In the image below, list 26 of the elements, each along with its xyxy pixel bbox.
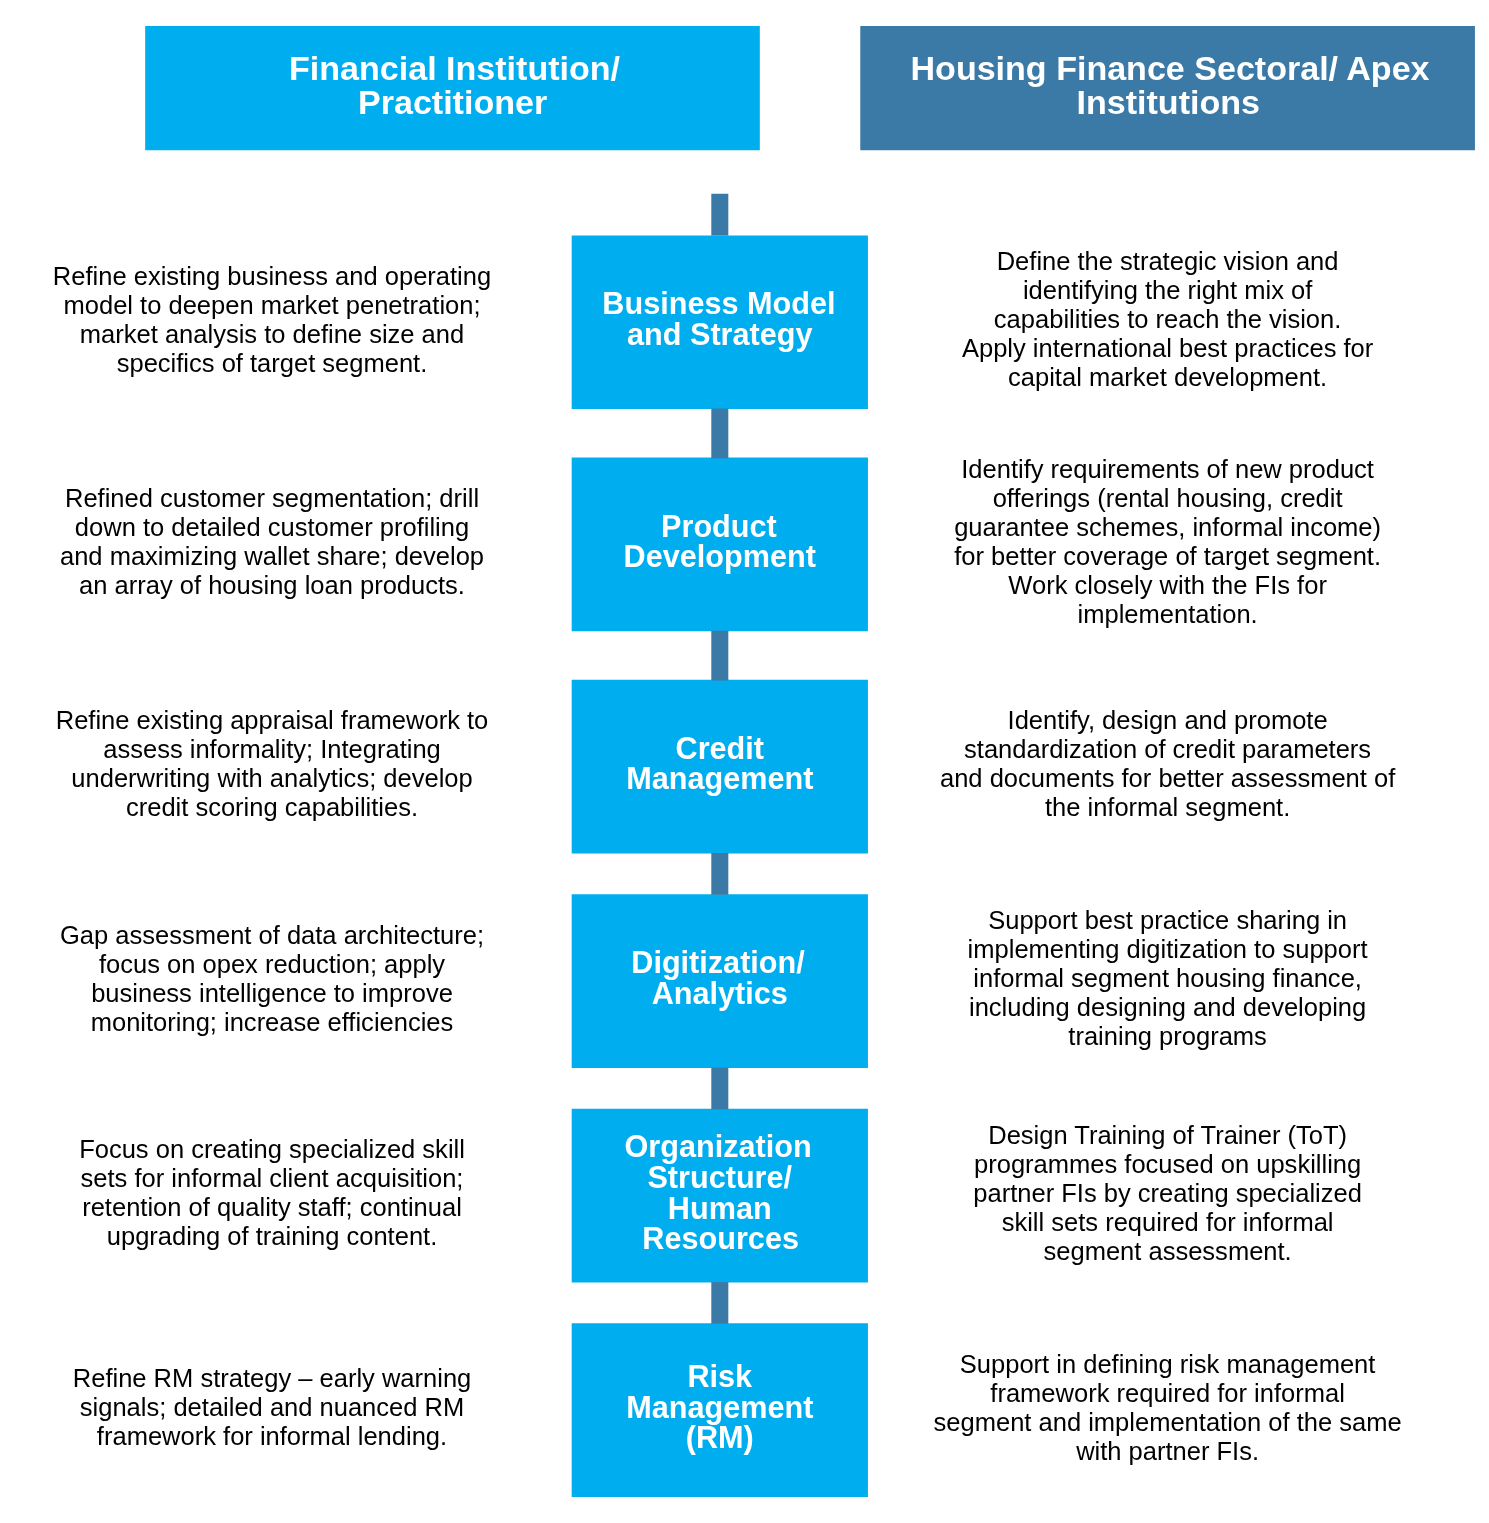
- label: Define the strategic vision and identifying the right mix of capabilities to reach the vision. Apply international best practices for capital market development.: [961, 247, 1374, 392]
- label: Refine existing business and operating model to deepen market penetration; market analysis to define size and specifics of target segment.: [52, 261, 492, 377]
- node-box: Risk Management (RM): [571, 1323, 868, 1498]
- label: Focus on creating specialized skill sets for informal client acquisition; retention of quality staff; continual upgrading of training content.: [79, 1135, 465, 1251]
- connector: [711, 852, 729, 895]
- connector: [711, 408, 729, 459]
- node-box: Credit Management: [571, 679, 868, 854]
- connector: [711, 193, 729, 236]
- label: Design Training of Trainer (ToT) programmes focused on upskilling partner FIs by creating specialized skill sets required for informal segment assessment.: [973, 1120, 1362, 1265]
- node-box: Business Model and Strategy: [571, 235, 868, 410]
- label: Gap assessment of data architecture; focus on opex reduction; apply business intelligence to improve monitoring; increase efficiencies: [59, 920, 485, 1036]
- connector: [711, 1067, 729, 1110]
- label: Refined customer segmentation; drill down to detailed customer profiling and maximizing wallet share; develop an array of housing loan products.: [59, 483, 485, 599]
- label: Support best practice sharing in implementing digitization to support informal segment housing finance, including designing and developing training programs: [967, 906, 1368, 1050]
- connector: [711, 630, 729, 681]
- label: Support in defining risk management framework required for informal segment and implementation of the same with partner FIs.: [933, 1349, 1402, 1465]
- node-box: Digitization/ Analytics: [571, 894, 868, 1068]
- label: Refine RM strategy – early warning signals; detailed and nuanced RM framework for informal lending.: [72, 1364, 472, 1451]
- label: Identify, design and promote standardization of credit parameters and documents for better assessment of the informal segment.: [939, 706, 1396, 821]
- connector: [711, 1282, 729, 1324]
- node-box: Financial Institution/ Practitioner: [145, 25, 760, 151]
- label: Identify requirements of new product offerings (rental housing, credit guarantee schemes, informal income) for better coverage of target segment. Work closely with the FIs for implementation.: [954, 455, 1382, 628]
- label: Refine existing appraisal framework to assess informality; Integrating underwriting with analytics; develop credit scoring capabilities.: [55, 706, 489, 821]
- node-box: Housing Finance Sectoral/ Apex Institutions: [860, 25, 1475, 151]
- node-box: Product Development: [571, 457, 868, 632]
- node-box: Organization Structure/ Human Resources: [571, 1108, 868, 1283]
